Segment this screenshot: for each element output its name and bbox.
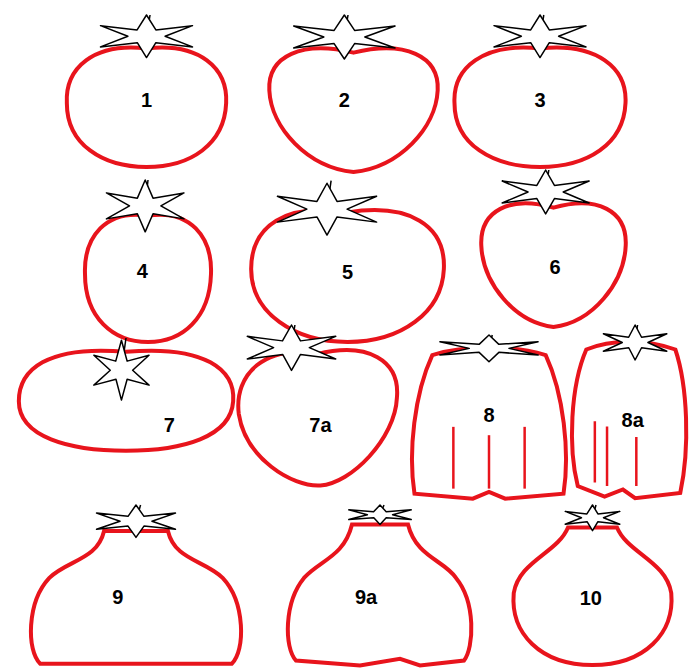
shape-number: 8a <box>622 410 644 430</box>
rib-line <box>635 437 638 486</box>
rib-line <box>594 421 597 482</box>
calyx <box>94 340 149 400</box>
calyx <box>294 15 395 59</box>
tomato-shape: 8 <box>408 335 570 502</box>
calyx <box>502 170 589 214</box>
calyx <box>247 325 335 370</box>
tomato-outline <box>22 505 250 667</box>
calyx <box>349 505 411 524</box>
calyx <box>106 180 184 232</box>
tomato-outline <box>505 505 680 665</box>
fruit-outline <box>31 531 241 664</box>
tomato-outline <box>78 180 218 342</box>
fruit-outline <box>412 348 566 499</box>
rib-line <box>488 435 491 488</box>
shape-number: 10 <box>580 588 602 608</box>
tomato-shape: 3 <box>445 15 635 167</box>
fruit-outline <box>238 350 397 485</box>
fruit-outline <box>269 48 437 172</box>
tomato-shape: 5 <box>245 180 450 342</box>
rib-line <box>452 427 455 489</box>
tomato-shape: 4 <box>78 180 218 342</box>
fruit-outline <box>513 527 671 665</box>
tomato-shape: 9a <box>280 505 480 667</box>
shape-number: 7a <box>309 415 331 435</box>
tomato-shape: 10 <box>505 505 680 665</box>
calyx <box>440 335 538 362</box>
shape-number: 4 <box>137 261 148 281</box>
calyx <box>603 325 666 360</box>
calyx <box>565 505 620 531</box>
shape-number: 5 <box>342 262 353 282</box>
tomato-shape: 8a <box>568 325 690 500</box>
shape-number: 3 <box>534 90 545 110</box>
shape-number: 7 <box>164 415 175 435</box>
tomato-outline <box>12 338 240 453</box>
calyx <box>494 15 586 58</box>
fruit-outline <box>251 210 444 342</box>
calyx <box>100 15 192 58</box>
fruit-outline <box>288 524 472 665</box>
rib-line <box>523 427 526 489</box>
shape-number: 2 <box>339 90 350 110</box>
tomato-outline <box>280 505 480 667</box>
tomato-shape: 1 <box>58 15 235 167</box>
tomato-shape: 7 <box>12 338 240 453</box>
fruit-outline <box>454 48 625 167</box>
tomato-outline <box>475 170 632 327</box>
fruit-outline <box>572 342 686 499</box>
tomato-outline <box>262 15 445 172</box>
fruit-outline <box>67 48 226 167</box>
tomato-shape: 9 <box>22 505 250 667</box>
calyx <box>97 505 176 537</box>
tomato-shape: 6 <box>475 170 632 327</box>
shape-number: 6 <box>550 257 561 277</box>
shape-number: 8 <box>483 405 494 425</box>
fruit-outline <box>85 215 211 342</box>
fruit-outline <box>481 203 626 327</box>
shape-number: 1 <box>141 90 152 110</box>
tomato-shape: 7a <box>232 325 402 487</box>
shape-number: 9a <box>355 587 377 607</box>
tomato-outline <box>245 180 450 342</box>
tomato-shape: 2 <box>262 15 445 172</box>
calyx <box>277 183 376 235</box>
tomato-outline <box>232 325 402 487</box>
rib-line <box>606 427 609 487</box>
shape-number: 9 <box>112 587 123 607</box>
